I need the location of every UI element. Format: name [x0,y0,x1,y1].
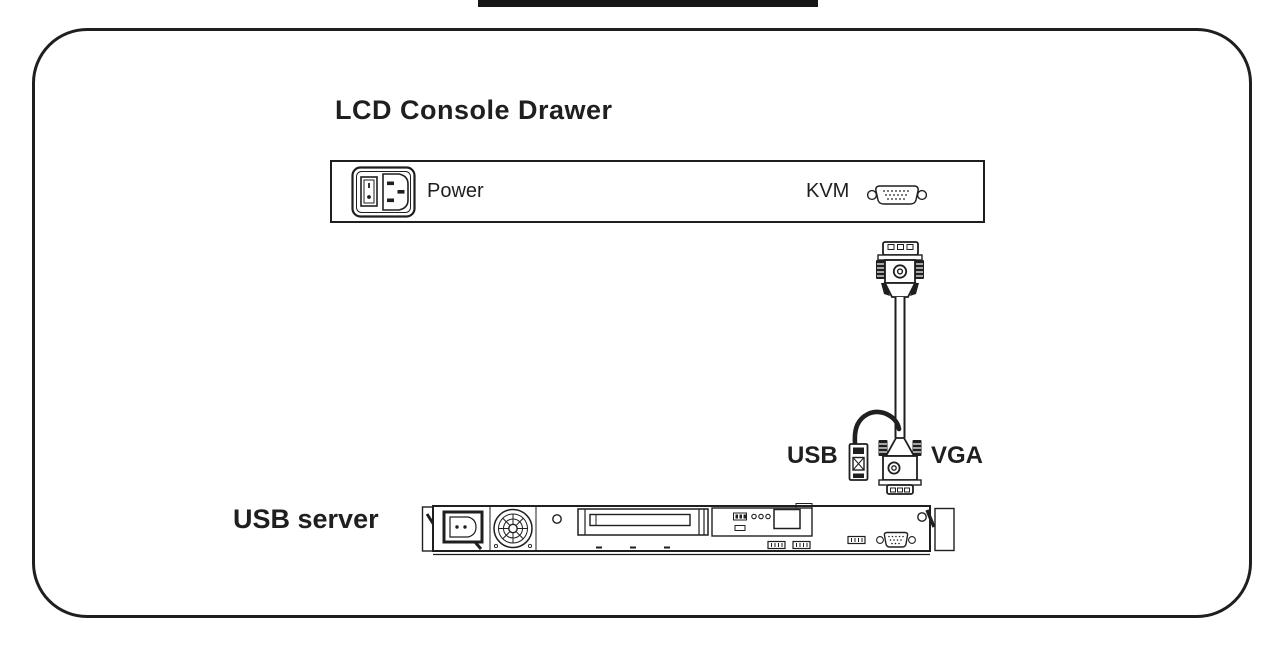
server-right-bracket-icon [934,507,955,552]
diagram-title: LCD Console Drawer [335,95,613,125]
server-io-ports-icon [767,535,866,550]
usb-plug-icon [848,443,869,481]
power-label: Power [427,180,484,202]
vga-male-connector-top-icon [876,241,924,298]
top-crop-bar [478,0,818,7]
server-fan-icon [493,508,533,549]
vga-male-connector-bottom-icon [878,437,922,495]
server-power-inlet-icon [442,510,484,550]
latch-mark-icon [925,509,936,528]
kvm-label: KVM [806,180,850,202]
vga-cable [894,297,906,438]
power-inlet-icon [351,166,417,218]
vga-label: VGA [931,442,984,469]
usb-label: USB [787,442,838,469]
vent-dashes [596,546,670,549]
usb-server-label: USB server [233,504,379,534]
server-vga-port-icon [876,531,916,548]
vga-female-port-icon [866,182,928,208]
server-module-icon [711,503,813,537]
kvm-cable-assembly [778,232,993,500]
usb-server-rear-panel [418,500,963,560]
server-bay-slot-icon [577,508,709,536]
screw-hole-icon [917,512,927,522]
usb-branch-cable [852,409,902,446]
screw-hole-icon [552,514,562,524]
